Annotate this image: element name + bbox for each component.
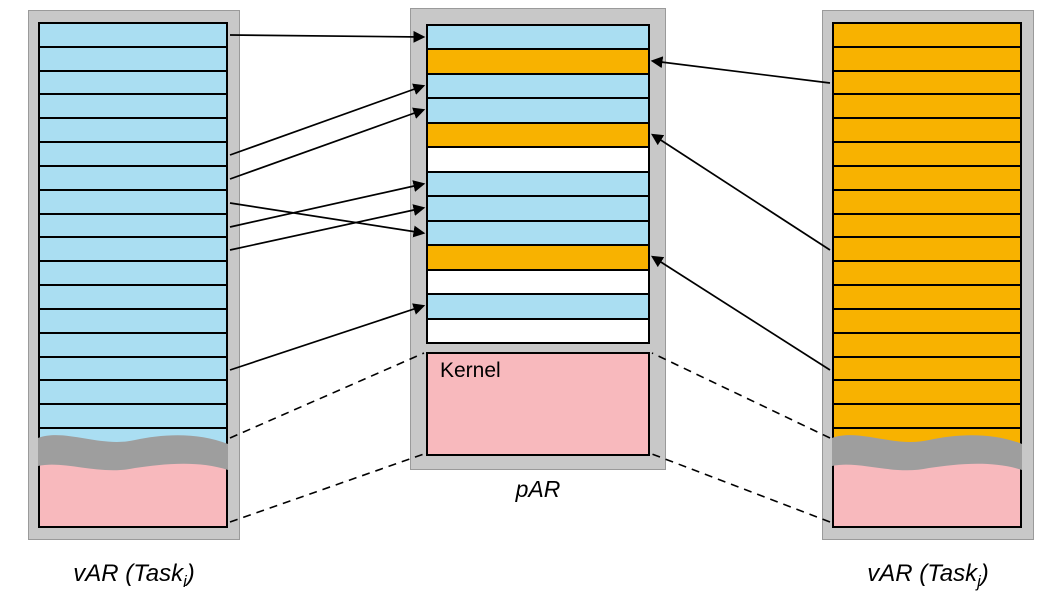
page-map-arrow [650, 56, 831, 84]
memory-row-blue [40, 236, 226, 261]
memory-row-blue [40, 260, 226, 285]
memory-row-blue [40, 69, 226, 94]
memory-row-blue [40, 379, 226, 404]
memory-row-blue [40, 93, 226, 118]
par-label: pAR [515, 476, 561, 502]
memory-row-blue [428, 293, 648, 318]
var-taski-label-text: vAR (Task [73, 560, 184, 587]
memory-row-blue [40, 45, 226, 70]
memory-row-blue [40, 188, 226, 213]
memory-row-orange [834, 403, 1020, 428]
memory-row-orange [834, 45, 1020, 70]
memory-row-blue [428, 219, 648, 245]
memory-row-blue [428, 170, 648, 196]
memory-row-orange [834, 355, 1020, 380]
memory-row-orange [834, 427, 1020, 451]
page-map-arrow [650, 255, 831, 371]
memory-row-blue [40, 403, 226, 428]
memory-row-orange [834, 69, 1020, 94]
page-map-arrow [651, 133, 831, 251]
par-rows [426, 24, 650, 344]
par-frame: Kernel [410, 8, 666, 470]
memory-row-white [428, 268, 648, 294]
page-map-arrow [229, 107, 426, 180]
var-taski-label-sub: i [183, 572, 187, 591]
kernel-label: Kernel [440, 359, 501, 382]
var-taski-rows [40, 24, 226, 453]
memory-row-blue [40, 24, 226, 46]
memory-row-white [428, 146, 648, 171]
memory-row-blue [40, 212, 226, 237]
var-taskj-label-sub: j [977, 572, 981, 591]
page-map-arrow [229, 83, 426, 156]
page-map-arrow [229, 180, 426, 228]
page-map-arrow [229, 30, 426, 43]
memory-row-orange [834, 284, 1020, 308]
var-taskj-panel [832, 22, 1022, 528]
kernel-map-dashed-line [651, 453, 831, 523]
memory-row-blue [428, 97, 648, 122]
memory-row-white [428, 317, 648, 343]
var-taskj-label-suffix: ) [980, 560, 989, 587]
memory-row-orange [834, 379, 1020, 404]
memory-row-orange [834, 141, 1020, 165]
var-taski-panel [38, 22, 228, 528]
memory-row-orange [834, 212, 1020, 237]
var-taskj-label-text: vAR (Task [867, 560, 978, 587]
memory-row-orange [834, 164, 1020, 189]
memory-row-blue [40, 331, 226, 356]
kernel-block: Kernel [426, 352, 650, 456]
kernel-map-dashed-line [229, 352, 425, 439]
var-taski-frame [28, 10, 240, 540]
memory-row-blue [428, 195, 648, 220]
memory-row-orange [834, 307, 1020, 332]
page-map-arrow [229, 202, 426, 238]
memory-row-orange [834, 260, 1020, 285]
memory-row-blue [40, 141, 226, 165]
kernel-map-dashed-line [229, 453, 425, 523]
var-taskj-frame [822, 10, 1034, 540]
var-taski-label: vAR (Taski) [28, 560, 240, 592]
memory-row-orange [834, 331, 1020, 356]
memory-row-blue [428, 72, 648, 98]
kernel-map-dashed-line [651, 352, 831, 439]
memory-row-orange [834, 236, 1020, 261]
memory-row-blue [40, 355, 226, 380]
memory-row-orange [834, 24, 1020, 46]
var-taskj-rows [834, 24, 1020, 453]
memory-row-orange [428, 48, 648, 73]
memory-row-orange [428, 121, 648, 147]
memory-row-blue [40, 164, 226, 189]
memory-row-orange [834, 188, 1020, 213]
memory-row-orange [834, 117, 1020, 142]
memory-row-blue [428, 26, 648, 49]
page-map-arrow [229, 303, 426, 371]
memory-row-blue [40, 427, 226, 451]
memory-row-blue [40, 307, 226, 332]
memory-row-orange [428, 244, 648, 269]
memory-row-blue [40, 284, 226, 308]
var-taski-label-suffix: ) [186, 560, 195, 587]
var-taskj-label: vAR (Taskj) [822, 560, 1034, 592]
memory-row-orange [834, 93, 1020, 118]
page-map-arrow [229, 204, 426, 251]
memory-row-blue [40, 117, 226, 142]
